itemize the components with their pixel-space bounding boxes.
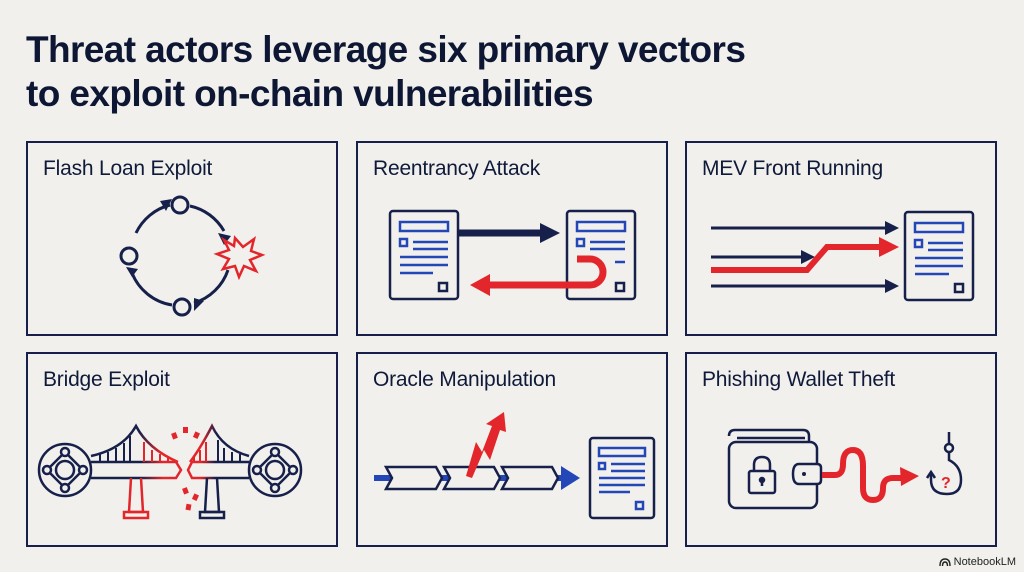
wallet-hook-icon: ? [727,428,963,510]
card-label: MEV Front Running [702,157,884,180]
contract-doc-right [565,209,637,301]
explosion-shape [213,235,266,281]
spike-arrow [466,412,506,478]
cycle-explosion-icon [119,195,266,317]
debris-fragments [171,427,200,511]
page-title: Threat actors leverage six primary vecto… [26,28,746,116]
card-phishing-wallet-theft: Phishing Wallet Theft ? [685,352,997,547]
lock-icon [747,455,777,495]
contract-loop-icon [388,209,637,301]
broken-bridge-icon [37,423,303,520]
feed-block-3 [499,465,560,491]
card-label: Flash Loan Exploit [43,157,213,180]
card-label: Reentrancy Attack [373,157,541,180]
card-label: Bridge Exploit [43,368,170,391]
card-flash-loan-exploit: Flash Loan Exploit [26,141,338,336]
title-line-1: Threat actors leverage six primary vecto… [26,29,746,70]
question-mark-icon: ? [941,475,951,492]
brand-label: NotebookLM [953,556,1016,568]
card-reentrancy-attack: Reentrancy Attack [356,141,668,336]
contract-doc-left [388,209,460,301]
manipulated-feed-icon [374,412,656,520]
card-label: Phishing Wallet Theft [702,368,896,391]
card-bridge-exploit: Bridge Exploit [26,352,338,547]
price-doc [588,436,656,520]
transaction-doc [903,210,975,302]
card-oracle-manipulation: Oracle Manipulation [356,352,668,547]
theft-path [822,447,903,503]
notebooklm-logo-icon [938,558,951,567]
wallet-icon [727,428,823,510]
chain-node-right [247,442,303,498]
feed-block-1 [383,465,444,491]
fish-hook-icon [925,432,963,496]
brand-watermark: NotebookLM [938,556,1016,568]
card-mev-front-running: MEV Front Running [685,141,997,336]
front-run-arrows-icon [711,210,975,302]
card-label: Oracle Manipulation [373,368,556,391]
title-line-2: to exploit on-chain vulnerabilities [26,73,594,114]
chain-node-left [37,442,93,498]
